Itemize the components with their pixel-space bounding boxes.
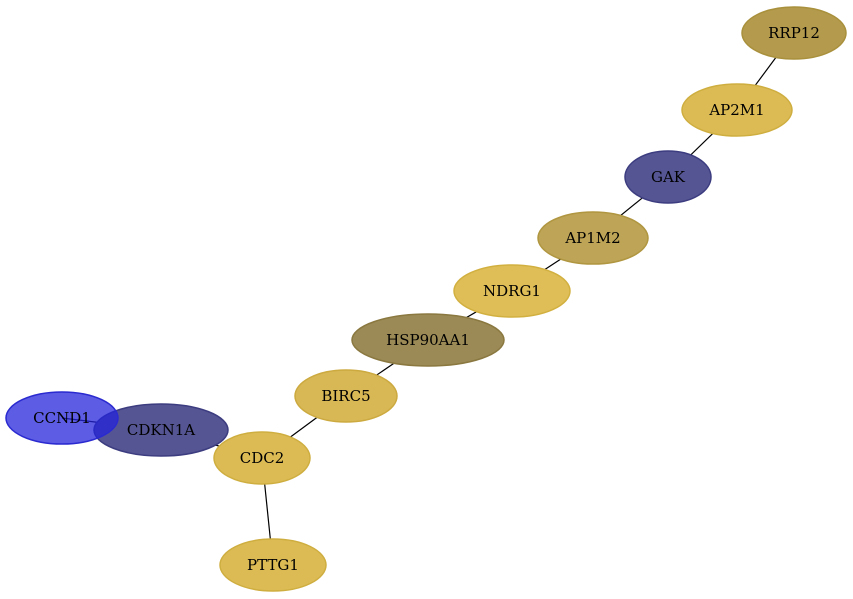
node-label: RRP12 bbox=[768, 24, 820, 42]
node-label: CDC2 bbox=[240, 449, 285, 467]
node-label: AP1M2 bbox=[564, 229, 620, 247]
node-cdkn1a[interactable]: CDKN1A bbox=[93, 403, 229, 457]
node-ellipse bbox=[351, 313, 505, 367]
node-ap1m2[interactable]: AP1M2 bbox=[537, 211, 649, 265]
node-pttg1[interactable]: PTTG1 bbox=[219, 538, 327, 592]
node-ellipse bbox=[741, 6, 847, 60]
node-ndrg1[interactable]: NDRG1 bbox=[453, 264, 571, 318]
node-label: PTTG1 bbox=[247, 556, 299, 574]
node-ellipse bbox=[213, 431, 311, 485]
node-rrp12[interactable]: RRP12 bbox=[741, 6, 847, 60]
node-gak[interactable]: GAK bbox=[624, 150, 712, 204]
node-ellipse bbox=[219, 538, 327, 592]
node-label: HSP90AA1 bbox=[386, 331, 470, 349]
node-label: NDRG1 bbox=[483, 282, 541, 300]
node-label: CCND1 bbox=[33, 409, 91, 427]
node-label: BIRC5 bbox=[321, 387, 370, 405]
node-ellipse bbox=[453, 264, 571, 318]
node-hsp90aa1[interactable]: HSP90AA1 bbox=[351, 313, 505, 367]
node-ellipse bbox=[624, 150, 712, 204]
node-birc5[interactable]: BIRC5 bbox=[294, 369, 398, 423]
node-ccnd1[interactable]: CCND1 bbox=[5, 391, 119, 445]
node-cdc2[interactable]: CDC2 bbox=[213, 431, 311, 485]
node-label: AP2M1 bbox=[708, 101, 764, 119]
node-ellipse bbox=[681, 83, 793, 137]
node-ellipse bbox=[294, 369, 398, 423]
node-ellipse bbox=[5, 391, 119, 445]
node-label: GAK bbox=[651, 168, 686, 186]
node-ellipse bbox=[537, 211, 649, 265]
node-label: CDKN1A bbox=[127, 421, 195, 439]
node-ap2m1[interactable]: AP2M1 bbox=[681, 83, 793, 137]
